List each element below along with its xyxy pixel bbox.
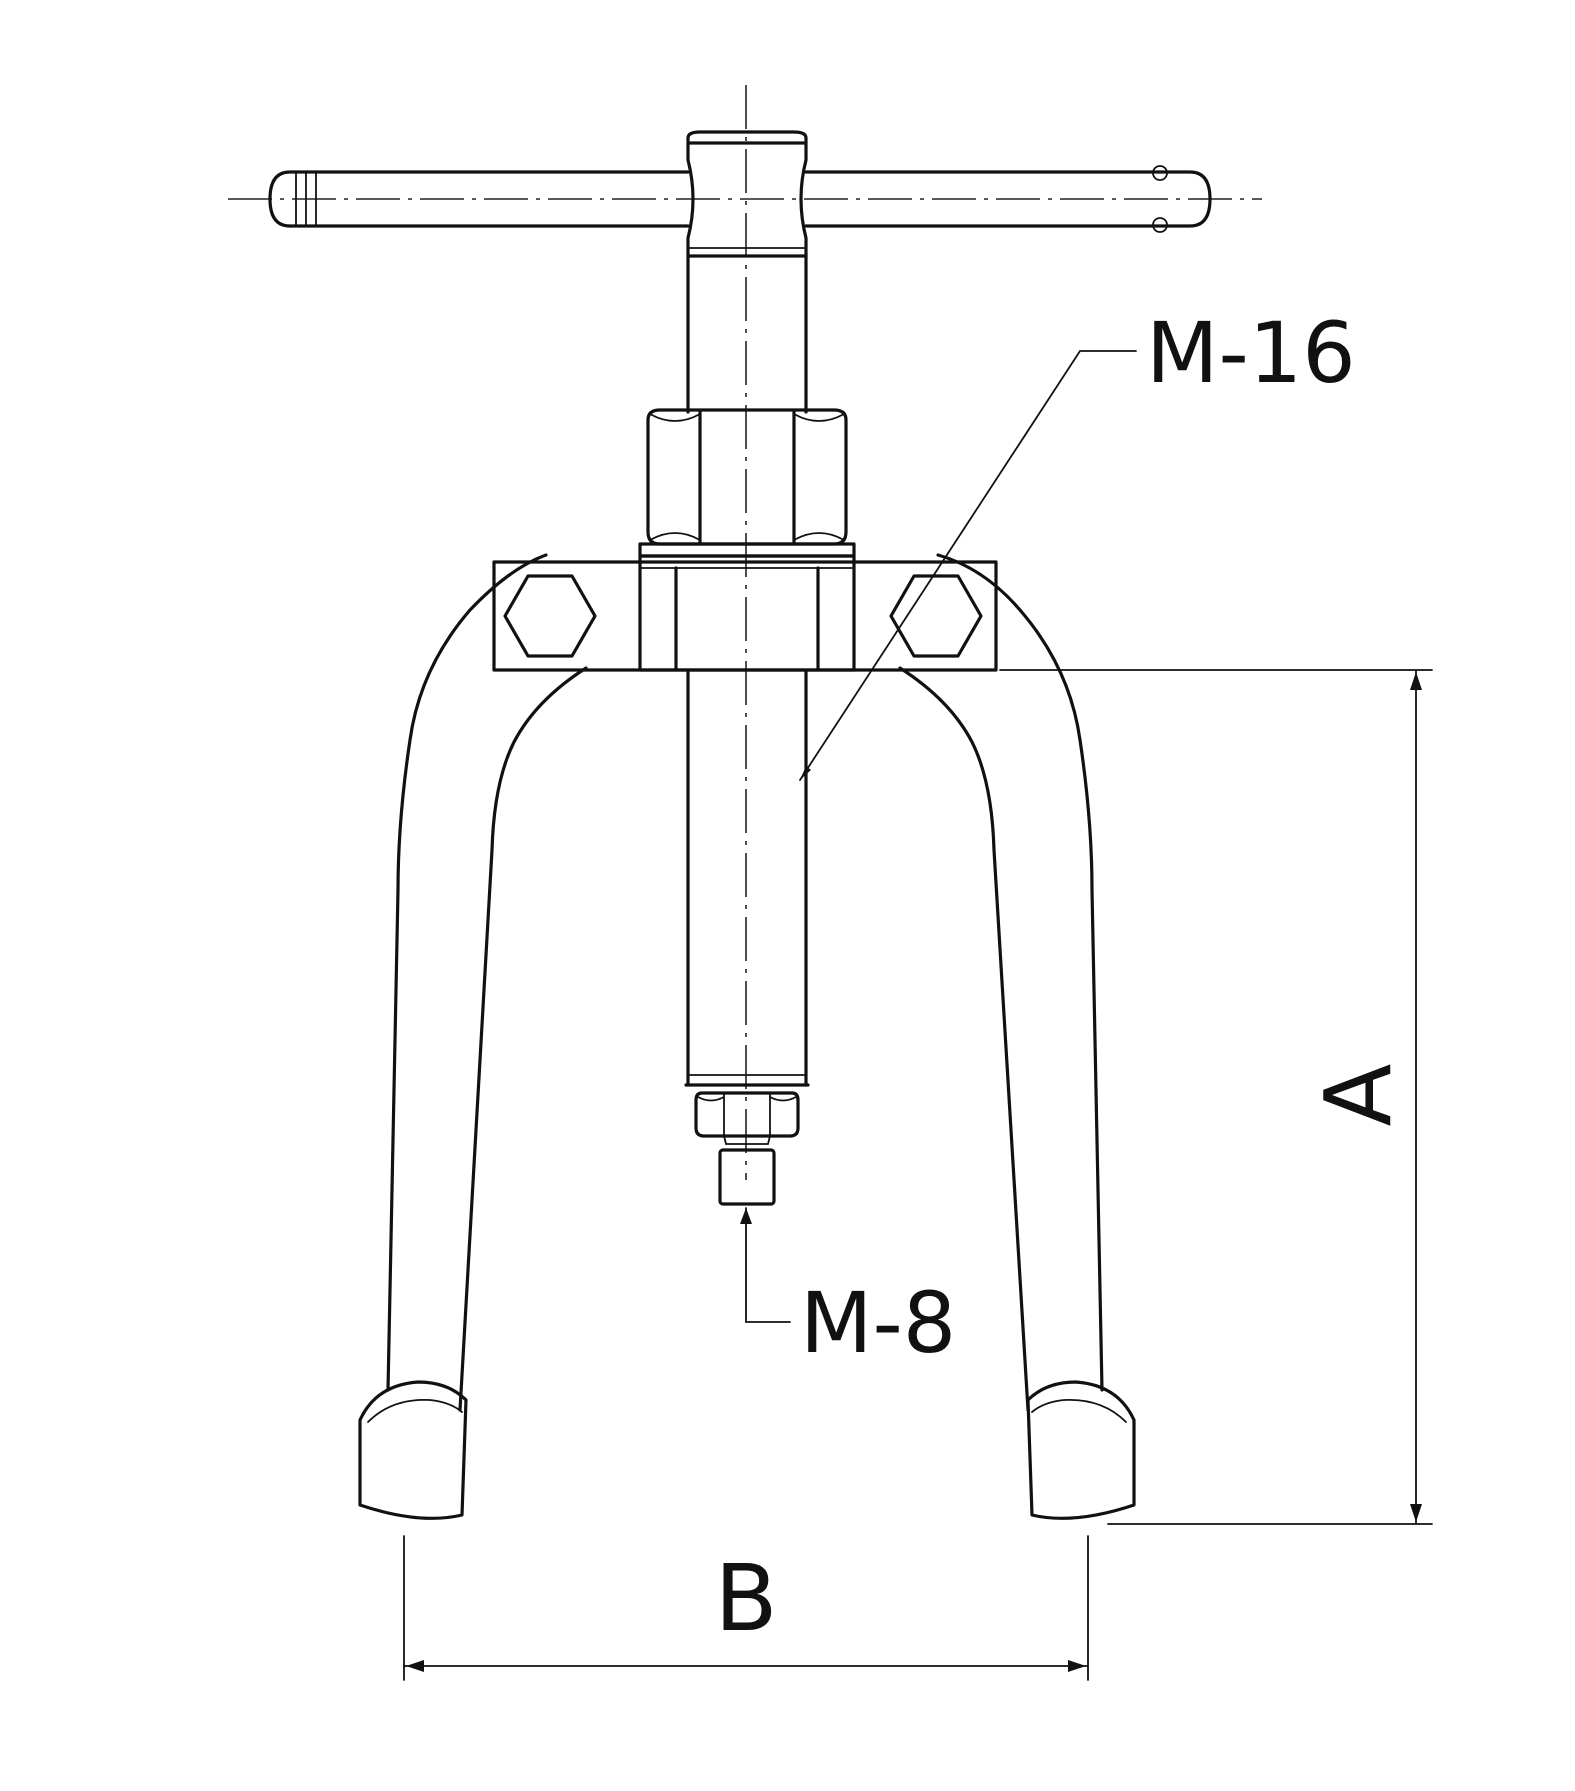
left-jaw bbox=[358, 1380, 468, 1520]
tip-assembly bbox=[694, 1091, 800, 1206]
right-arm bbox=[898, 553, 1136, 1520]
handle-bar-left bbox=[268, 170, 690, 228]
m16-arrowhead bbox=[800, 766, 811, 780]
dim-a-label: A bbox=[1305, 1063, 1412, 1126]
center-lines bbox=[228, 85, 1262, 1180]
t-handle bbox=[268, 130, 1212, 258]
right-jaw bbox=[1026, 1380, 1136, 1520]
crossbar-body bbox=[492, 560, 998, 672]
tip-hex-nut bbox=[694, 1091, 800, 1138]
dimension-a: A bbox=[999, 669, 1433, 1525]
m16-leader bbox=[799, 350, 1137, 781]
m8-stud bbox=[718, 1148, 776, 1206]
m16-label: M-16 bbox=[1146, 304, 1356, 402]
center-block bbox=[638, 554, 856, 672]
handle-bar-right bbox=[804, 170, 1212, 228]
hex-nut bbox=[646, 408, 848, 546]
dim-b-label: B bbox=[714, 1545, 777, 1652]
main-screw bbox=[684, 254, 810, 1087]
annotations: M-16 M-8 bbox=[740, 304, 1356, 1372]
left-pivot-bolt bbox=[503, 574, 597, 658]
right-pivot-bolt bbox=[889, 574, 983, 658]
collar bbox=[638, 542, 856, 558]
dimension-b: B bbox=[403, 1535, 1089, 1681]
m8-leader bbox=[745, 1207, 791, 1323]
m8-label: M-8 bbox=[800, 1274, 956, 1372]
m8-arrowhead bbox=[740, 1208, 752, 1224]
left-arm bbox=[358, 553, 588, 1520]
handle-hub bbox=[686, 130, 808, 258]
crossbar bbox=[492, 554, 998, 672]
